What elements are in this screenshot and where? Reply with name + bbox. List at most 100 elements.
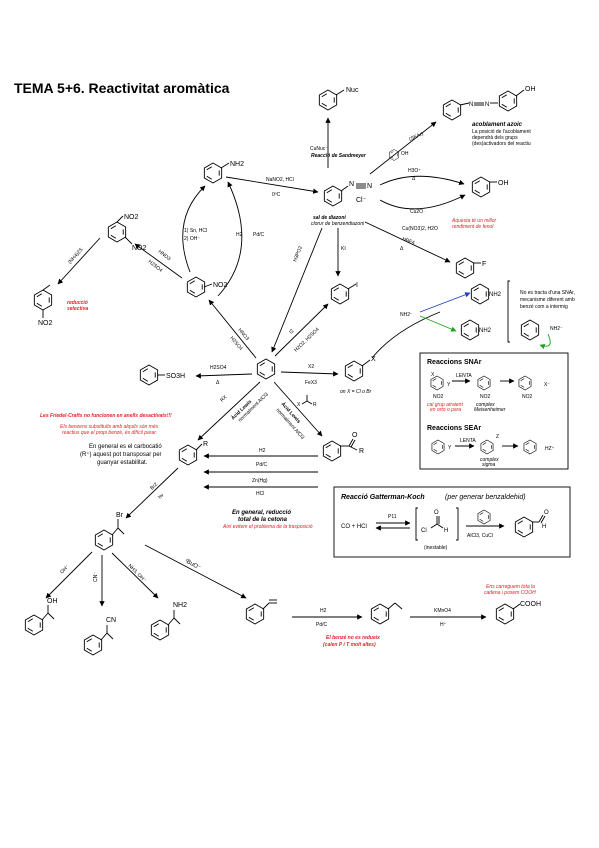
carbocation-3: guanyar estabilitat. xyxy=(97,460,148,466)
arrow-balz-schiemann xyxy=(364,221,451,263)
reagent-kmno4: KMnO4 xyxy=(434,608,451,614)
snar-no2-b: NO2 xyxy=(480,394,491,400)
azoic-line-2: dependrà dels grups xyxy=(472,135,518,141)
reagent-fex3: FeX3 xyxy=(305,380,317,386)
arrow-diazotization xyxy=(225,176,319,194)
acyl-r: R xyxy=(313,402,317,408)
ketone-o: O xyxy=(352,432,358,439)
label-cl-minus: Cl⁻ xyxy=(356,197,367,204)
gk-cl: Cl xyxy=(421,528,427,534)
reduction-title-1: En general, reducció xyxy=(232,510,291,516)
page-title: TEMA 5+6. Reactivitat aromàtica xyxy=(14,80,230,96)
reagent-nh2minus: NH2⁻ xyxy=(400,312,413,318)
reagent-ohminus: 2) OH⁻ xyxy=(184,236,200,242)
benzylic-alcohol: OH xyxy=(24,598,58,636)
label-nh2-p2: NH2 xyxy=(479,328,492,334)
label-no2-c: NO2 xyxy=(38,320,53,327)
nitrobenzene: NO2 xyxy=(186,276,228,298)
reagent-hno3-b: HNO3 xyxy=(157,249,172,262)
snar-lenta: LENTA xyxy=(456,373,472,379)
snar-no2-c: NO2 xyxy=(522,394,533,400)
label-nuc: Nuc xyxy=(346,87,359,94)
gk-co-hcl: CO + HCl xyxy=(341,524,367,530)
x-definition: on X = Cl o Br xyxy=(340,389,372,395)
arrow-elimination xyxy=(144,544,247,599)
reagent-nh3: NH3, OH⁻ xyxy=(127,563,148,584)
azo-oh: OH xyxy=(525,86,536,93)
arrow-iodination xyxy=(274,303,329,357)
label-cooh: COOH xyxy=(520,601,541,608)
diazonium-subname: clorur de benzendiazoni xyxy=(311,221,365,227)
reagent-h2-c: H2 xyxy=(320,608,327,614)
phenol-note-2: rendiment de fenol xyxy=(452,224,494,230)
halobenzene: X on X = Cl o Br xyxy=(340,356,376,395)
benzyne-nh2: NH2⁻ xyxy=(550,326,563,332)
styrene xyxy=(245,599,277,625)
gk-h2: H xyxy=(542,524,546,530)
nitro-aniline: NO2 reducció selectiva xyxy=(33,284,88,327)
gk-o2: O xyxy=(544,510,549,516)
sear-y: Y xyxy=(448,445,452,451)
acyl-x: X xyxy=(297,402,301,408)
reduction-title-2: total de la cetona xyxy=(238,517,288,523)
meis-1: complex xyxy=(476,402,495,408)
label-no2-nitro: NO2 xyxy=(213,282,228,289)
sear-z: Z xyxy=(496,434,499,440)
reagent-hbf4: HBF4 xyxy=(401,236,415,246)
reagent-h2so4-a: H2SO4 xyxy=(228,335,243,352)
azoic-title: acoblament azoic xyxy=(472,122,523,128)
gk-h: H xyxy=(444,528,448,534)
reagent-hplus: H⁺ xyxy=(440,622,447,628)
sigma-1: complex xyxy=(480,457,499,463)
gk-title: Reacció Gatterman-Koch xyxy=(341,494,425,501)
reagent-ki: KI xyxy=(341,246,346,252)
arrow-cu2o xyxy=(379,194,466,210)
fc-warning: Les Friedel-Crafts no funcionen en anell… xyxy=(40,413,172,419)
reagent-sn-hcl: 1) Sn, HCl xyxy=(184,228,207,234)
arrow-azo xyxy=(369,121,437,175)
label-x: X xyxy=(371,356,376,363)
arrow-h3po2 xyxy=(271,227,323,353)
dinitrobenzene: NO2 NO2 xyxy=(107,214,147,252)
arrow-nitration xyxy=(208,299,257,359)
gatterman-koch-box: Reacció Gatterman-Koch (per generar benz… xyxy=(333,486,571,558)
not-reduced-2: (calen P i T molt altes) xyxy=(323,642,376,648)
benzylic-nitrile: CN xyxy=(83,617,116,656)
phenol-note-1: Aquesta té un millor xyxy=(451,218,497,224)
label-nh2: NH2 xyxy=(230,161,244,168)
benzylic-bromide: Br xyxy=(94,512,125,551)
aniline: NH2 xyxy=(203,161,244,184)
snar-note-2: mecanisme diferent amb xyxy=(520,297,575,303)
reagent-hv: hν xyxy=(157,492,165,500)
sear-title: Reaccions SEAr xyxy=(427,425,481,432)
ethylbenzene xyxy=(370,602,403,625)
arrow-sn-reduction xyxy=(182,185,206,273)
reagent-zeroc: 0ºC xyxy=(272,192,281,198)
reagent-h2o2: H2O2, H2SO4 xyxy=(293,327,321,354)
cooh-note-2: cadena i posem COOH xyxy=(484,590,536,596)
arrow-benzylic-bromination xyxy=(125,467,179,519)
reagent-delta-1: Δ xyxy=(412,176,416,182)
product-nuc: Nuc xyxy=(318,87,359,111)
reagent-tbuo: ᵗBuO⁻ xyxy=(184,558,202,572)
label-br: Br xyxy=(116,512,124,519)
acyl-chloride-reagent: X R xyxy=(297,395,317,408)
bracket-left xyxy=(507,280,510,343)
arrow-friedel-acyl xyxy=(273,381,323,437)
reagent-rx: RX xyxy=(219,394,229,404)
reagent-sandmeyer: Reacció de Sandmeyer xyxy=(311,153,367,159)
label-r: R xyxy=(203,441,208,448)
diazonium-salt: N N Cl⁻ sal de diazoni clorur de benzend… xyxy=(311,181,372,227)
label-i: I xyxy=(356,282,358,289)
arrow-blue xyxy=(419,292,471,313)
reagent-br2: Br2 xyxy=(149,482,159,492)
snar-note-3: benzè com a intermig xyxy=(520,304,568,310)
snar-title: Reaccions SNAr xyxy=(427,359,482,366)
reagent-h3o: H3O⁺ xyxy=(408,168,421,174)
reagent-hno3-a: HNO3 xyxy=(236,327,250,342)
reagent-pdc-a: Pd/C xyxy=(253,232,265,238)
azo-n2: N xyxy=(485,102,489,108)
ketone-r: R xyxy=(359,448,364,455)
meis-2: Meisenheimer xyxy=(474,407,506,413)
reagent-hcl: HCl xyxy=(256,491,264,497)
